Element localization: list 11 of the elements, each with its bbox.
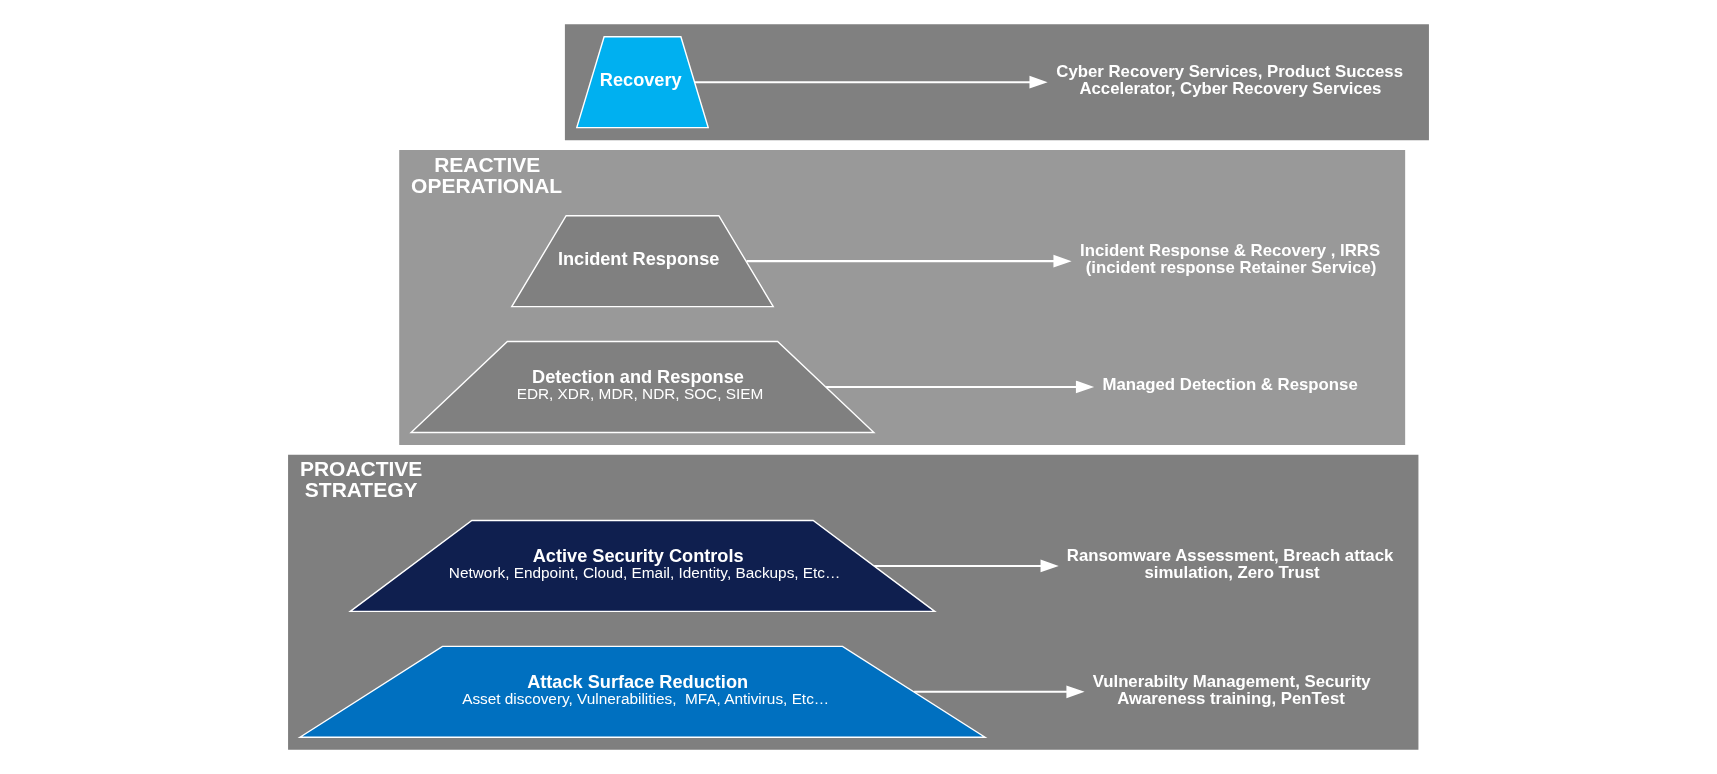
node-text: Ransomware Assessment, Breach attack simulation, Zero Trust [1066,546,1394,582]
arrow [746,254,1072,268]
node-text: Cyber Recovery Services, Product Success Accelerator, Cyber Recovery Services [1056,62,1404,99]
arrow [874,559,1059,573]
arrow [694,75,1048,89]
node-text: Vulnerabilty Management, Security Awareness training, PenTest [1092,672,1371,708]
node-text: Incident Response & Recovery , IRRS (incident response Retainer Service) [1080,241,1381,278]
node-text: Managed Detection & Response [1102,374,1358,394]
arrow [914,685,1085,699]
cluster [564,24,1429,141]
arrow [826,380,1095,394]
